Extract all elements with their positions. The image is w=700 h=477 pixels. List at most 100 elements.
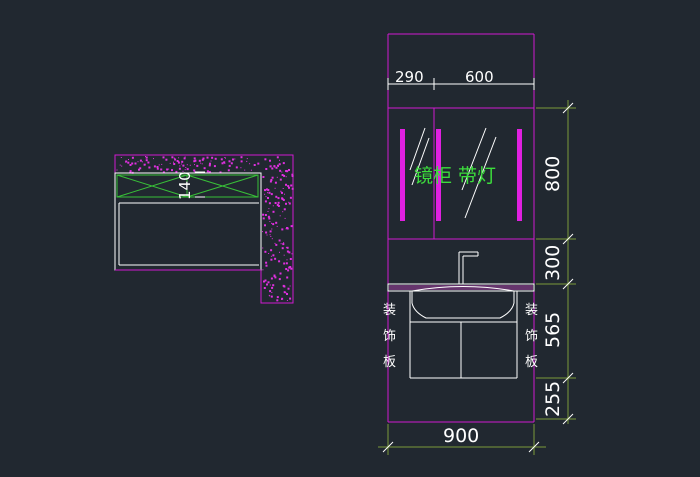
hatch-dot bbox=[268, 217, 271, 220]
hatch-dot bbox=[264, 158, 267, 161]
hatch-dot bbox=[285, 292, 287, 294]
hatch-dot bbox=[206, 156, 209, 159]
hatch-dot bbox=[282, 188, 284, 189]
right-dim-tick bbox=[562, 278, 574, 290]
hatch-dot bbox=[250, 169, 252, 171]
hatch-dot bbox=[271, 228, 273, 230]
hatch-dot bbox=[228, 160, 231, 163]
hatch-dot bbox=[276, 156, 279, 159]
hatch-dot bbox=[194, 171, 196, 173]
hatch-dot bbox=[282, 211, 284, 213]
hatch-dot bbox=[282, 243, 285, 246]
hatch-dot bbox=[287, 269, 290, 272]
hatch-dot bbox=[268, 294, 270, 296]
hatch-dot bbox=[286, 300, 288, 301]
hatch-dot bbox=[227, 169, 230, 172]
hatch-dot bbox=[274, 181, 277, 184]
hatch-dot bbox=[265, 196, 267, 198]
hatch-dot bbox=[171, 169, 173, 172]
hatch-dot bbox=[246, 160, 248, 162]
led-strip-right bbox=[517, 129, 522, 221]
hatch-dot bbox=[291, 187, 294, 190]
hatch-dot bbox=[286, 276, 289, 279]
hatch-dot bbox=[202, 157, 205, 160]
hatch-dot bbox=[264, 250, 267, 253]
hatch-dot bbox=[288, 266, 291, 269]
hatch-dot bbox=[201, 158, 204, 161]
hatch-dot bbox=[264, 200, 267, 203]
hatch-dot bbox=[267, 281, 270, 284]
plan-section: 140 bbox=[114, 154, 294, 304]
hatch-dot bbox=[184, 169, 186, 171]
hatch-dot bbox=[276, 176, 278, 178]
hatch-dot bbox=[269, 165, 272, 168]
hatch-dot bbox=[271, 222, 272, 224]
hatch-dot bbox=[276, 204, 279, 206]
hatch-dot bbox=[281, 228, 284, 231]
hatch-dot bbox=[268, 191, 271, 194]
plan-cross-b2 bbox=[186, 174, 259, 198]
hatch-dot bbox=[275, 166, 278, 169]
hatch-dot bbox=[274, 187, 276, 189]
hatch-dot bbox=[285, 170, 288, 172]
hatch-dot bbox=[271, 176, 274, 179]
wall-hatching bbox=[116, 156, 294, 302]
hatch-dot bbox=[277, 205, 280, 207]
hatch-dot bbox=[235, 166, 238, 169]
hatch-dot bbox=[277, 164, 279, 167]
hatch-dot bbox=[279, 178, 282, 181]
hatch-dot bbox=[225, 157, 226, 159]
hatch-dot bbox=[280, 243, 282, 245]
hatch-dot bbox=[281, 197, 284, 200]
hatch-dot bbox=[145, 156, 146, 157]
hatch-dot bbox=[274, 242, 276, 244]
hatch-dot bbox=[278, 163, 281, 166]
hatch-dot bbox=[285, 246, 287, 248]
hatch-dot bbox=[223, 161, 226, 164]
hatch-dot bbox=[279, 251, 280, 253]
led-strip-middle bbox=[436, 129, 441, 221]
hatch-dot bbox=[193, 157, 196, 160]
hatch-dot bbox=[276, 296, 279, 299]
hatch-dot bbox=[143, 163, 146, 166]
hatch-dot bbox=[279, 215, 281, 217]
hatch-dot bbox=[165, 158, 168, 161]
hatch-dot bbox=[262, 231, 263, 233]
hatch-dot bbox=[270, 236, 272, 237]
reflection-line bbox=[411, 137, 430, 186]
hatch-dot bbox=[206, 170, 209, 173]
right-dim-tick bbox=[562, 372, 574, 384]
hatch-dot bbox=[269, 180, 272, 183]
hatch-dot bbox=[270, 255, 272, 257]
hatch-dot bbox=[276, 225, 278, 227]
hatch-dot bbox=[270, 249, 273, 252]
hatch-dot bbox=[119, 164, 121, 166]
hatch-dot bbox=[131, 156, 134, 159]
hatch-dot bbox=[240, 160, 243, 163]
hatch-dot bbox=[277, 201, 280, 204]
hatch-dot bbox=[282, 199, 285, 201]
hatch-dot bbox=[175, 170, 178, 173]
hatch-dot bbox=[182, 170, 184, 172]
hatch-dot bbox=[278, 239, 281, 242]
hatch-dot bbox=[288, 251, 291, 254]
hatch-dot bbox=[244, 169, 246, 171]
hatch-dot bbox=[268, 202, 271, 205]
hatch-dot bbox=[194, 159, 197, 162]
hatch-dot bbox=[285, 202, 287, 205]
hatch-dot bbox=[278, 260, 281, 263]
hatch-dot bbox=[280, 191, 282, 193]
hatch-dot bbox=[272, 223, 275, 226]
hatch-dot bbox=[249, 163, 251, 165]
hatch-dot bbox=[286, 227, 289, 230]
dim-mirror-height: 800 bbox=[542, 156, 564, 192]
hatch-dot bbox=[264, 193, 266, 195]
hatch-dot bbox=[160, 168, 163, 171]
hatch-dot bbox=[262, 247, 264, 249]
hatch-dot bbox=[289, 258, 292, 260]
side-panel-label-right-1: 装 bbox=[525, 303, 538, 318]
hatch-dot bbox=[129, 170, 132, 173]
dim-base-height: 255 bbox=[542, 381, 564, 417]
hatch-dot bbox=[147, 161, 150, 164]
hatch-dot bbox=[213, 165, 216, 168]
